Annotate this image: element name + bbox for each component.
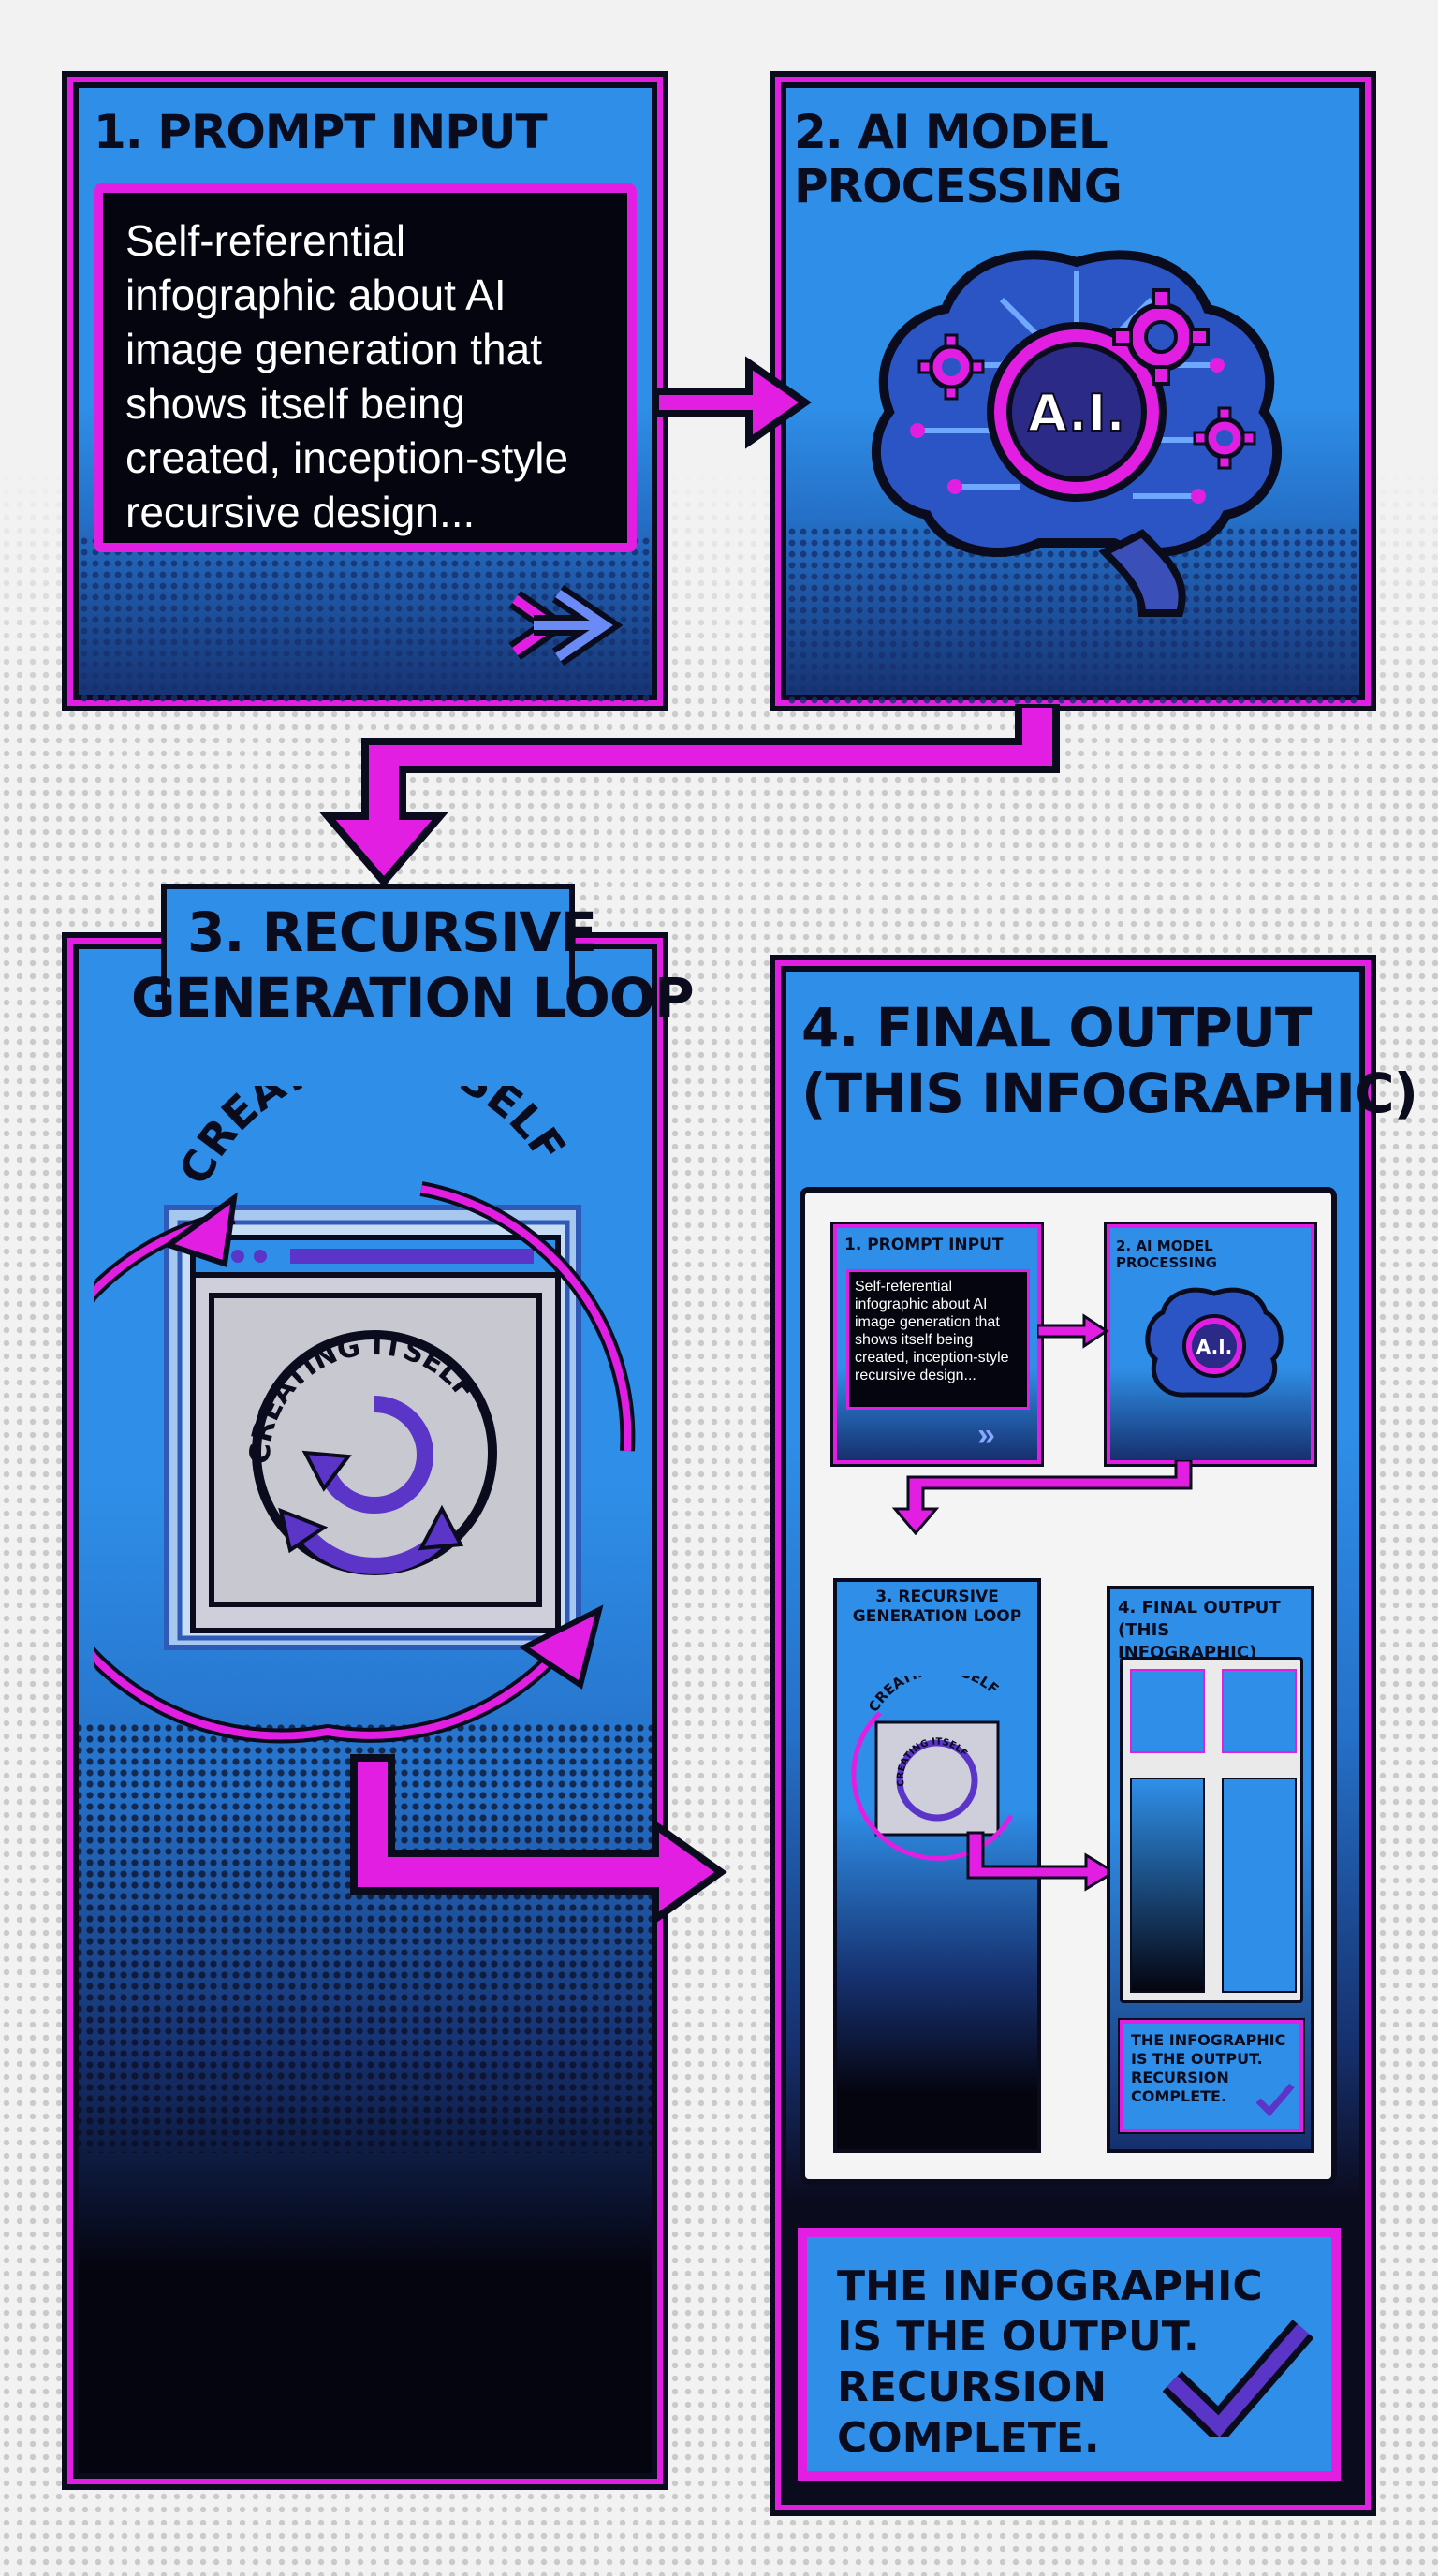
mini-loop-text: CREATING ITSELF — [865, 1676, 1002, 1715]
panel-title: 1. PROMPT INPUT — [94, 105, 548, 159]
flow-arrow-icon — [891, 1460, 1193, 1535]
nested-infographic: 1. PROMPT INPUT Self-referential infogra… — [800, 1187, 1337, 2185]
brain-label: A.I. — [1028, 384, 1125, 443]
flow-arrow-icon — [319, 704, 1060, 888]
checkmark-icon — [1255, 2083, 1295, 2117]
checkmark-icon — [1163, 2320, 1313, 2437]
mini-final-message: THE INFOGRAPHIC IS THE OUTPUT. RECURSION… — [1131, 2031, 1286, 2105]
panel-title-tab — [161, 884, 575, 996]
mini-nested-infographic — [1120, 1657, 1303, 2003]
mini-title: 2. AI MODEL PROCESSING — [1116, 1237, 1217, 1271]
double-chevron-arrow-icon: » — [977, 1417, 995, 1453]
mini-title: 4. FINAL OUTPUT (THIS INFOGRAPHIC) — [1118, 1598, 1281, 1662]
mini-title: 1. PROMPT INPUT — [844, 1236, 1004, 1254]
flow-arrow-icon — [966, 1831, 1117, 1892]
flow-arrow-icon — [655, 356, 812, 449]
double-chevron-arrow-icon — [508, 584, 624, 666]
gear-icon — [1193, 406, 1256, 470]
panel-title-line1: 4. FINAL OUTPUT — [801, 996, 1312, 1060]
loop-text: CREATING ITSELF — [169, 1086, 576, 1193]
mini-title: 3. RECURSIVE GENERATION LOOP — [852, 1588, 1022, 1626]
flow-arrow-icon — [350, 1754, 727, 1926]
prompt-text: Self-referential infographic about AI im… — [125, 216, 569, 536]
mini-panel-prompt: 1. PROMPT INPUT Self-referential infogra… — [833, 1224, 1041, 1464]
brain-icon: A.I. — [1145, 1287, 1284, 1398]
mini-final-box: THE INFOGRAPHIC IS THE OUTPUT. RECURSION… — [1120, 2020, 1303, 2132]
window-icon — [164, 1205, 581, 1650]
recursive-loop-graphic: CREATING ITSELF CREATING ITSELF — [94, 1086, 636, 1744]
final-message: THE INFOGRAPHIC IS THE OUTPUT. RECURSION… — [837, 2262, 1263, 2462]
panel-title-line1: 3. RECURSIVE — [187, 900, 597, 964]
mini-panel-output: 4. FINAL OUTPUT (THIS INFOGRAPHIC) THE I… — [1107, 1586, 1314, 2153]
panel-title-line2: GENERATION LOOP — [131, 966, 695, 1030]
panel-title-line2: (THIS INFOGRAPHIC) — [801, 1061, 1418, 1125]
prompt-text-box: Self-referential infographic about AI im… — [94, 183, 637, 552]
panel-title: 2. AI MODEL PROCESSING — [794, 105, 1123, 213]
mini-brain-label: A.I. — [1196, 1336, 1233, 1358]
mini-panel-ai: 2. AI MODEL PROCESSING A.I. — [1107, 1224, 1314, 1464]
recursive-loop-graphic: CREATING ITSELF CREATING ITSELF — [851, 1676, 1014, 1861]
flow-arrow-icon — [1037, 1313, 1109, 1349]
gear-icon — [1112, 288, 1210, 386]
gear-icon — [917, 333, 985, 401]
mini-panel-loop: 3. RECURSIVE GENERATION LOOP CREATING IT… — [833, 1578, 1041, 2153]
mini-prompt: Self-referential infographic about AI im… — [846, 1269, 1030, 1410]
final-output-box: THE INFOGRAPHIC IS THE OUTPUT. RECURSION… — [798, 2228, 1341, 2481]
